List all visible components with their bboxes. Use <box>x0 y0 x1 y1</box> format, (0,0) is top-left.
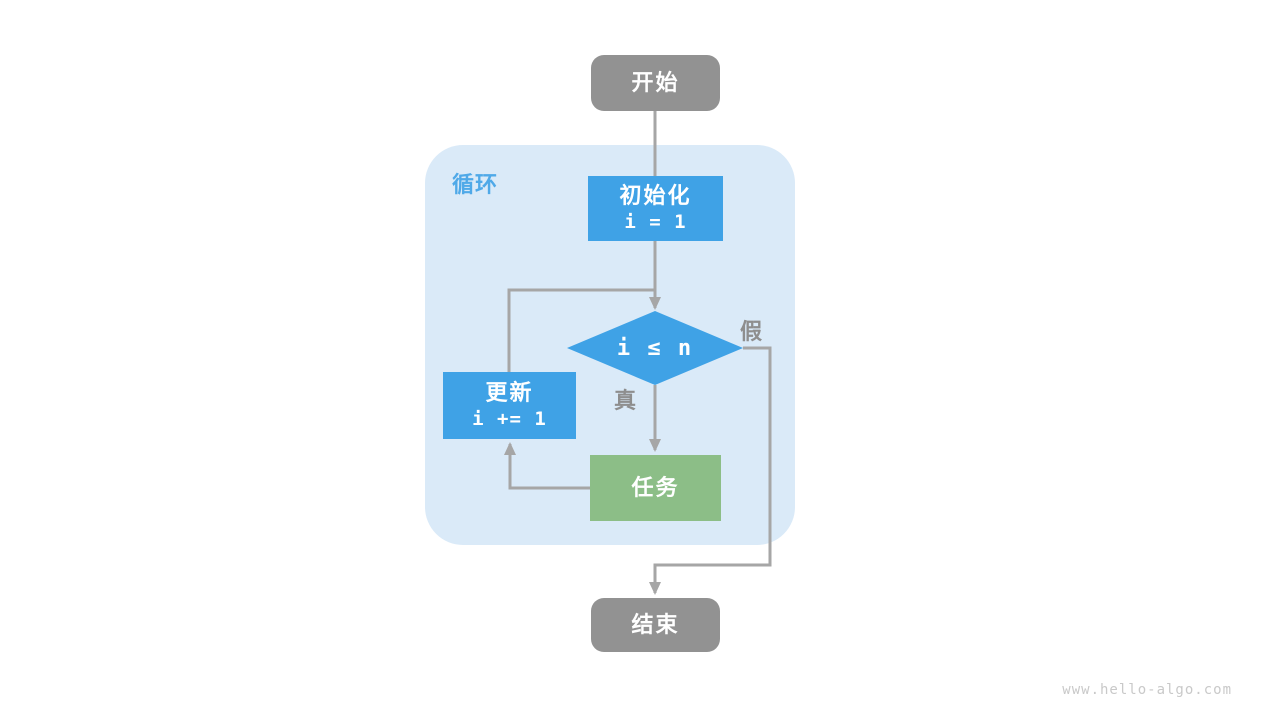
node-condition-label: i ≤ n <box>616 335 694 361</box>
watermark-text: www.hello-algo.com <box>1062 682 1232 698</box>
node-init-code: i = 1 <box>624 211 687 234</box>
node-update-code: i += 1 <box>472 408 547 431</box>
node-init: 初始化 i = 1 <box>588 176 723 241</box>
edge-condition-to-end <box>649 346 772 595</box>
node-update-label: 更新 <box>485 379 534 405</box>
node-task-label: 任务 <box>631 475 680 501</box>
condition-diamond-shape <box>567 311 743 385</box>
node-update: 更新 i += 1 <box>443 372 576 439</box>
edge-update-loopback <box>507 288 655 373</box>
node-end: 结束 <box>591 598 720 652</box>
edge-task-to-update <box>504 442 590 490</box>
node-end-label: 结束 <box>631 612 680 638</box>
node-start-label: 开始 <box>631 70 680 96</box>
node-condition: i ≤ n <box>567 312 743 384</box>
edge-label-true: 真 <box>614 388 637 413</box>
edge-label-false: 假 <box>740 319 763 344</box>
node-start: 开始 <box>591 55 720 111</box>
loop-container-label: 循环 <box>452 172 499 197</box>
node-task: 任务 <box>590 455 721 521</box>
node-init-label: 初始化 <box>619 182 692 208</box>
